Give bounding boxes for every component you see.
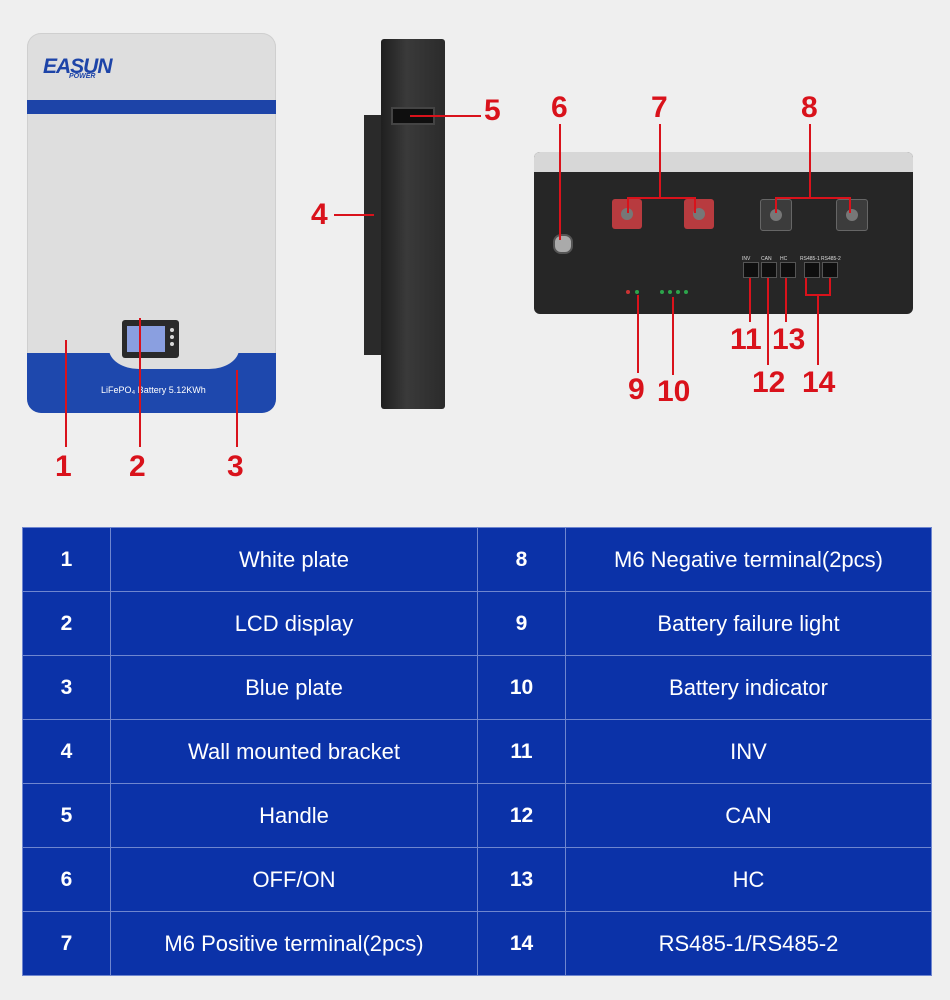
lcd-display (122, 320, 179, 358)
callout-3: 3 (227, 450, 244, 483)
part-number: 10 (477, 655, 566, 720)
callout-12: 12 (752, 366, 786, 399)
part-number: 3 (22, 655, 111, 720)
table-row: 4 Wall mounted bracket 11 INV (22, 719, 932, 784)
port-label-rs485-2: RS485-2 (821, 256, 841, 262)
port-label-can: CAN (761, 256, 772, 262)
port-inv (743, 262, 759, 278)
part-number: 7 (22, 911, 111, 976)
callout-2: 2 (129, 450, 146, 483)
callout-11: 11 (730, 323, 762, 356)
callout-7: 7 (651, 91, 668, 124)
blue-stripe (27, 100, 276, 114)
table-row: 6 OFF/ON 13 HC (22, 847, 932, 912)
part-description: M6 Positive terminal(2pcs) (110, 911, 478, 976)
table-row: 5 Handle 12 CAN (22, 783, 932, 848)
callout-14: 14 (802, 366, 836, 399)
part-description: CAN (565, 783, 932, 848)
part-number: 4 (22, 719, 111, 784)
table-row: 7 M6 Positive terminal(2pcs) 14 RS485-1/… (22, 911, 932, 976)
part-number: 12 (477, 783, 566, 848)
part-description: LCD display (110, 591, 478, 656)
positive-terminal-icon (684, 199, 714, 229)
part-description: HC (565, 847, 932, 912)
failure-light-icon (626, 290, 630, 294)
callout-10: 10 (657, 375, 691, 408)
battery-side-view (381, 39, 445, 409)
wall-bracket (364, 115, 383, 355)
port-label-inv: INV (742, 256, 751, 262)
part-description: INV (565, 719, 932, 784)
callout-4: 4 (311, 198, 328, 231)
easun-logo: EASUN (43, 55, 113, 78)
table-row: 2 LCD display 9 Battery failure light (22, 591, 932, 656)
callout-6: 6 (551, 91, 568, 124)
part-number: 6 (22, 847, 111, 912)
part-description: Handle (110, 783, 478, 848)
part-description: M6 Negative terminal(2pcs) (565, 527, 932, 592)
table-row: 3 Blue plate 10 Battery indicator (22, 655, 932, 720)
table-row: 1 White plate 8 M6 Negative terminal(2pc… (22, 527, 932, 592)
part-description: RS485-1/RS485-2 (565, 911, 932, 976)
port-hc (780, 262, 796, 278)
port-rs485-2 (822, 262, 838, 278)
callout-1: 1 (55, 450, 72, 483)
port-label-hc: HC (780, 256, 788, 262)
callout-13: 13 (772, 323, 806, 356)
part-number: 11 (477, 719, 566, 784)
part-number: 5 (22, 783, 111, 848)
callout-5: 5 (484, 94, 501, 127)
part-description: Battery failure light (565, 591, 932, 656)
battery-rear-view (534, 152, 913, 314)
part-description: Wall mounted bracket (110, 719, 478, 784)
lcd-buttons (170, 328, 175, 349)
part-number: 1 (22, 527, 111, 592)
easun-logo-subtext: POWER (69, 73, 96, 80)
indicator-led-icon (635, 290, 639, 294)
part-description: Battery indicator (565, 655, 932, 720)
lcd-screen (127, 326, 165, 352)
part-description: White plate (110, 527, 478, 592)
parts-legend-table: 1 White plate 8 M6 Negative terminal(2pc… (22, 527, 932, 976)
indicator-led-icon (676, 290, 680, 294)
part-description: OFF/ON (110, 847, 478, 912)
indicator-led-icon (684, 290, 688, 294)
port-can (761, 262, 777, 278)
power-switch-icon (553, 234, 573, 254)
indicator-led-icon (668, 290, 672, 294)
indicator-led-icon (660, 290, 664, 294)
callout-9: 9 (628, 373, 645, 406)
part-number: 14 (477, 911, 566, 976)
part-number: 2 (22, 591, 111, 656)
callout-lines (65, 115, 851, 447)
callout-8: 8 (801, 91, 818, 124)
port-rs485-1 (804, 262, 820, 278)
part-number: 9 (477, 591, 566, 656)
port-label-rs485-1: RS485-1 (800, 256, 820, 262)
part-description: Blue plate (110, 655, 478, 720)
battery-front-view: EASUN POWER LiFePO₄ Battery 5.12KWh (27, 33, 276, 413)
battery-model-label: LiFePO₄ Battery 5.12KWh (101, 385, 206, 395)
part-number: 13 (477, 847, 566, 912)
part-number: 8 (477, 527, 566, 592)
rear-top-edge (534, 152, 913, 172)
